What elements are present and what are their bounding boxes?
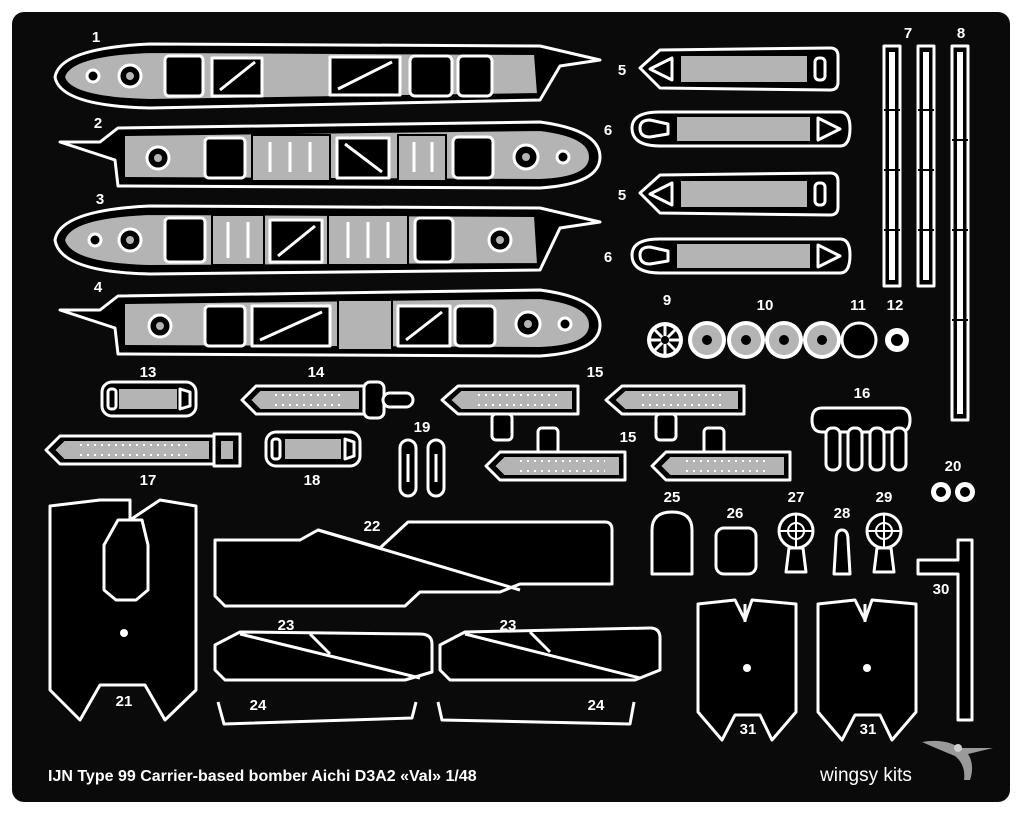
part-8-rail: 8 bbox=[950, 25, 970, 422]
part-18-number: 18 bbox=[304, 472, 321, 489]
part-5-number-2: 5 bbox=[618, 187, 626, 204]
part-25-number: 25 bbox=[664, 489, 681, 506]
part-21-plate: 21 bbox=[48, 498, 198, 722]
part-11-ring: 11 bbox=[840, 297, 878, 359]
part-11-number: 11 bbox=[850, 297, 866, 314]
part-23-plate-left: 23 bbox=[213, 617, 434, 682]
part-15-number-2: 15 bbox=[620, 429, 637, 446]
part-20-nuts: 20 bbox=[931, 458, 975, 502]
part-26-square: 26 bbox=[714, 505, 758, 576]
part-14-number: 14 bbox=[308, 364, 325, 381]
part-3-number: 3 bbox=[96, 191, 104, 208]
part-15-number: 15 bbox=[587, 364, 604, 381]
part-13-number: 13 bbox=[140, 364, 157, 381]
part-24-bars: 24 24 bbox=[216, 697, 636, 726]
part-29-sight: 29 bbox=[865, 489, 903, 574]
part-8-number: 8 bbox=[957, 25, 965, 42]
part-10-discs: 10 bbox=[688, 297, 841, 359]
part-15-strap-upper: 15 bbox=[440, 364, 746, 442]
part-5-belt-upper: 5 bbox=[618, 46, 840, 92]
part-15-strap-lower: 15 bbox=[484, 426, 792, 482]
part-18-buckle: 18 bbox=[264, 430, 362, 489]
part-23-plate-right: 23 bbox=[438, 617, 662, 682]
part-6-number: 6 bbox=[604, 122, 612, 139]
part-6-belt-upper: 6 bbox=[604, 110, 852, 148]
part-30-number: 30 bbox=[933, 581, 950, 598]
part-23-number: 23 bbox=[278, 617, 295, 634]
part-22-plate: 22 bbox=[213, 518, 614, 608]
part-13-buckle: 13 bbox=[100, 364, 198, 418]
part-5-number: 5 bbox=[618, 62, 626, 79]
part-22-number: 22 bbox=[364, 518, 381, 535]
part-26-number: 26 bbox=[727, 505, 744, 522]
part-6-belt-lower: 6 bbox=[604, 237, 852, 275]
brand-name: wingsy kits bbox=[819, 765, 912, 786]
part-3-flap: 3 bbox=[53, 191, 602, 276]
part-14-strap: 14 bbox=[240, 364, 415, 420]
part-23-number-2: 23 bbox=[500, 617, 517, 634]
part-5-belt-lower: 5 bbox=[618, 171, 840, 217]
part-31-number-2: 31 bbox=[860, 721, 877, 738]
part-1-number: 1 bbox=[92, 29, 100, 46]
part-24-number-2: 24 bbox=[588, 697, 605, 714]
hummingbird-icon bbox=[922, 740, 993, 780]
part-31-plate-right: 31 bbox=[816, 598, 918, 742]
part-16-number: 16 bbox=[854, 385, 871, 402]
part-17-strap: 17 bbox=[44, 432, 242, 489]
part-12-number: 12 bbox=[887, 297, 904, 314]
part-29-number: 29 bbox=[876, 489, 893, 506]
part-28-number: 28 bbox=[834, 505, 851, 522]
part-2-flap: 2 bbox=[58, 115, 602, 190]
part-9-star-washer: 9 bbox=[647, 292, 683, 358]
part-4-flap: 4 bbox=[58, 279, 602, 358]
part-24-number: 24 bbox=[250, 697, 267, 714]
part-21-number: 21 bbox=[116, 693, 133, 710]
part-30-bracket: 30 bbox=[916, 538, 974, 722]
part-1-flap: 1 bbox=[53, 29, 602, 110]
part-4-number: 4 bbox=[94, 279, 103, 296]
part-10-number: 10 bbox=[757, 297, 774, 314]
part-31-number: 31 bbox=[740, 721, 757, 738]
part-9-number: 9 bbox=[663, 292, 671, 309]
part-28-pin: 28 bbox=[832, 505, 852, 576]
part-27-sight: 27 bbox=[777, 489, 815, 574]
part-7-number: 7 bbox=[904, 25, 912, 42]
sheet-title: IJN Type 99 Carrier-based bomber Aichi D… bbox=[48, 768, 477, 785]
part-2-number: 2 bbox=[94, 115, 102, 132]
part-7-rails: 7 bbox=[882, 25, 936, 288]
part-25-arch: 25 bbox=[650, 489, 694, 576]
part-19-links: 19 bbox=[398, 419, 446, 498]
part-27-number: 27 bbox=[788, 489, 805, 506]
part-6-number-2: 6 bbox=[604, 249, 612, 266]
part-12-nut: 12 bbox=[885, 297, 909, 352]
part-20-number: 20 bbox=[945, 458, 962, 475]
part-17-number: 17 bbox=[140, 472, 157, 489]
part-19-number: 19 bbox=[414, 419, 431, 436]
part-31-plate-left: 31 bbox=[696, 598, 798, 742]
part-16-clips: 16 bbox=[810, 385, 912, 472]
